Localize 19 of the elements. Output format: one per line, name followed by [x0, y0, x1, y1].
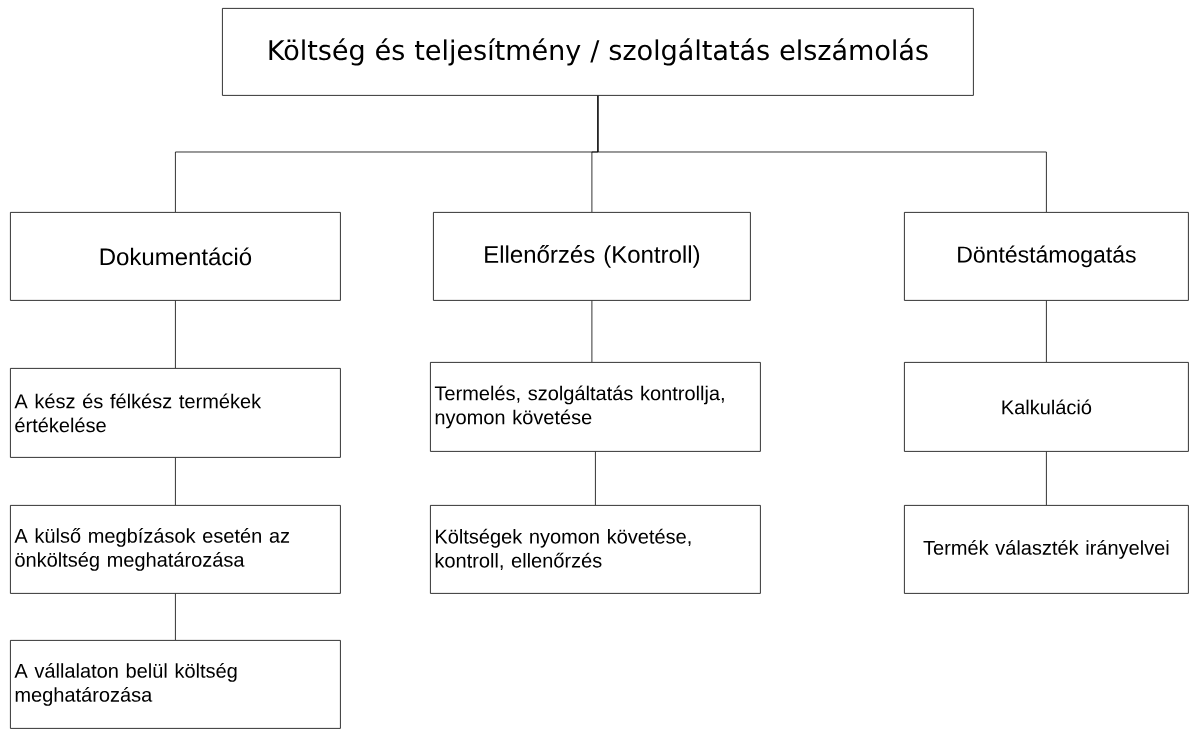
task-box: A külső megbízások esetén az önköltség meghatározása: [10, 505, 341, 594]
title-box: Költség és teljesítmény / szolgáltatás elszámolás: [222, 8, 974, 96]
task-box: Kalkuláció: [904, 362, 1189, 452]
connector-line: [591, 300, 593, 363]
task-box: A vállalaton belül költség meghatározása: [10, 640, 341, 729]
connector-line: [1046, 300, 1047, 363]
connector-line: [595, 451, 596, 506]
connector-line: [175, 457, 176, 506]
task-box: A kész és félkész termékek értékelése: [10, 368, 341, 458]
task-box: Termék választék irányelvei: [904, 505, 1189, 594]
connector-line: [597, 95, 1047, 213]
category-box: Ellenőrzés (Kontroll): [433, 212, 751, 301]
task-box: Költségek nyomon követése, kontroll, ellenőrzés: [430, 505, 761, 594]
task-box: Termelés, szolgáltatás kontrollja, nyomon követése: [430, 362, 761, 452]
category-box: Döntéstámogatás: [904, 212, 1189, 301]
category-box: Dokumentáció: [10, 212, 341, 301]
connector-line: [1046, 451, 1047, 506]
connector-line: [175, 300, 176, 369]
connector-line: [175, 593, 176, 641]
